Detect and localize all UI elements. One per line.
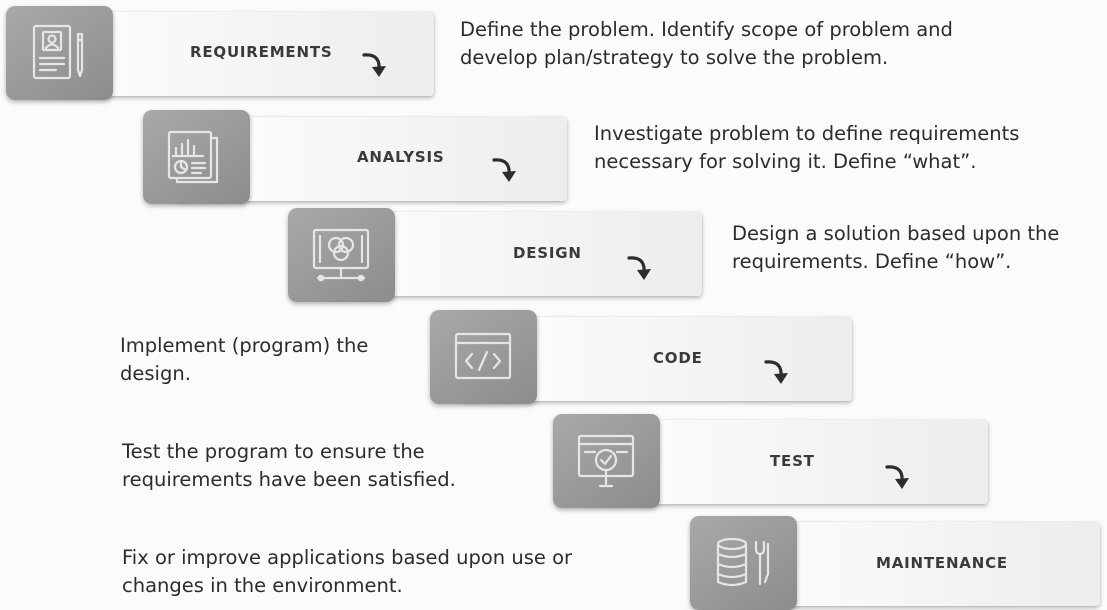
step-description: Test the program to ensure the requireme… <box>122 440 456 491</box>
requirements-document-icon <box>6 6 113 100</box>
maintenance-database-tools-icon <box>690 516 797 610</box>
chevron-down-right-arrow-icon <box>492 158 516 182</box>
step-label: TEST <box>770 452 815 470</box>
step-label: CODE <box>653 349 703 367</box>
step-description: Fix or improve applications based upon u… <box>122 546 573 597</box>
step-description: Define the problem. Identify scope of pr… <box>460 18 953 69</box>
step-description: Design a solution based upon the require… <box>732 222 1060 273</box>
step-description: Investigate problem to define requiremen… <box>594 122 1020 173</box>
test-inspection-icon <box>553 414 660 508</box>
code-window-icon <box>430 310 537 404</box>
step-label: ANALYSIS <box>357 148 445 166</box>
step-description: Implement (program) the design. <box>120 334 369 385</box>
chevron-down-right-arrow-icon <box>764 360 788 384</box>
chevron-down-right-arrow-icon <box>362 53 386 77</box>
step-label: DESIGN <box>513 244 582 262</box>
step-label: REQUIREMENTS <box>190 43 333 61</box>
design-monitor-icon <box>288 208 395 302</box>
chevron-down-right-arrow-icon <box>885 465 909 489</box>
step-label: MAINTENANCE <box>876 554 1008 572</box>
chevron-down-right-arrow-icon <box>627 256 651 280</box>
analysis-chart-icon <box>143 110 250 204</box>
